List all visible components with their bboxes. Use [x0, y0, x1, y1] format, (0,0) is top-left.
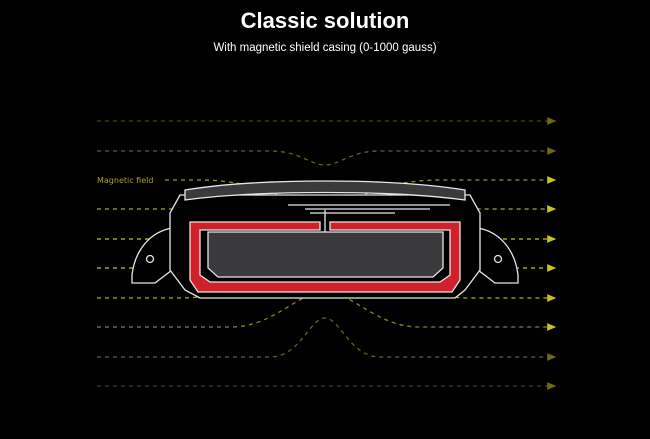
page-title: Classic solution — [240, 8, 410, 33]
movement — [207, 231, 444, 278]
lug-hole — [493, 254, 503, 264]
field-label: Magnetic field — [97, 176, 153, 185]
field-line — [97, 317, 557, 361]
lug-hole — [145, 254, 155, 264]
field-line — [97, 287, 557, 331]
watch-hands — [288, 204, 450, 214]
crystal — [184, 180, 466, 201]
magnetic-shield — [189, 221, 461, 293]
field-line — [97, 147, 557, 166]
watch-cross-section — [131, 180, 519, 299]
page-subtitle: With magnetic shield casing (0-1000 gaus… — [213, 42, 437, 54]
